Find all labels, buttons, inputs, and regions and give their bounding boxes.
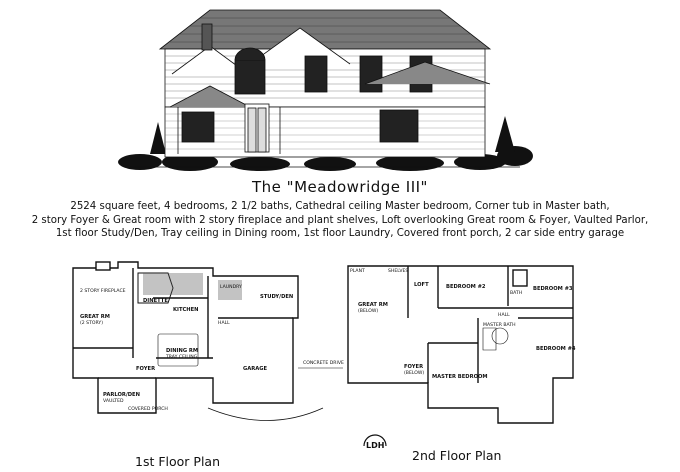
bedroom-3-label: BEDROOM #3 (533, 286, 573, 292)
description-line: 2524 square feet, 4 bedrooms, 2 1/2 bath… (70, 201, 610, 212)
description-line: 1st floor Study/Den, Tray ceiling in Din… (55, 228, 625, 240)
kitchen-label: KITCHEN (173, 307, 199, 313)
plant-label: PLANT (350, 268, 365, 274)
great-room-label: GREAT RM (80, 314, 110, 320)
covered-porch-label: COVERED PORCH (128, 406, 168, 412)
laundry-label: LAUNDRY (220, 284, 242, 290)
first-floor-caption: 1st Floor Plan (135, 454, 221, 469)
foyer-label-2: FOYER (404, 364, 423, 370)
shelves-label: SHELVES (388, 268, 408, 274)
house-elevation-drawing (118, 9, 533, 171)
dining-room-label: DINING RM (166, 348, 198, 354)
great-room-note-2: (BELOW) (358, 308, 378, 314)
second-floor-caption: 2nd Floor Plan (412, 448, 502, 463)
loft-label: LOFT (414, 282, 429, 288)
ldh-logo-text: LDH (366, 441, 384, 450)
description-line: 2 story Foyer & Great room with 2 story … (31, 214, 649, 226)
master-bedroom-label: MASTER BEDROOM (432, 374, 488, 380)
study-den-label: STUDY/DEN (260, 294, 293, 300)
great-room-label-2: GREAT RM (358, 302, 388, 308)
house-description: 2524 square feet, 4 bedrooms, 2 1/2 bath… (0, 200, 680, 241)
dining-room-note: TRAY CEILING (165, 354, 198, 360)
parlor-den-note: VAULTED (103, 398, 124, 404)
great-room-note: (2 STORY) (80, 320, 103, 326)
ldh-logo: LDH (362, 432, 388, 454)
foyer-label: FOYER (136, 366, 155, 372)
bedroom-4-label: BEDROOM #4 (536, 346, 576, 352)
concrete-drive-label: CONCRETE DRIVE (303, 360, 344, 366)
garage-label: GARAGE (243, 366, 268, 372)
second-floor-plan: PLANT SHELVES GREAT RM (BELOW) LOFT BEDR… (347, 265, 576, 424)
hall-label: HALL (218, 320, 230, 326)
bath-label: BATH (510, 290, 522, 296)
bedroom-2-label: BEDROOM #2 (446, 284, 486, 290)
foyer-note-2: (BELOW) (404, 370, 424, 376)
fireplace-note: 2 STORY FIREPLACE (80, 288, 126, 294)
first-floor-plan: GREAT RM (2 STORY) 2 STORY FIREPLACE DIN… (72, 261, 344, 421)
house-title: The "Meadowridge III" (252, 178, 428, 196)
parlor-den-label: PARLOR/DEN (103, 392, 140, 398)
dinette-label: DINETTE (143, 298, 168, 304)
master-bath-label: MASTER BATH (483, 322, 516, 328)
hall-label-2: HALL (498, 312, 510, 318)
